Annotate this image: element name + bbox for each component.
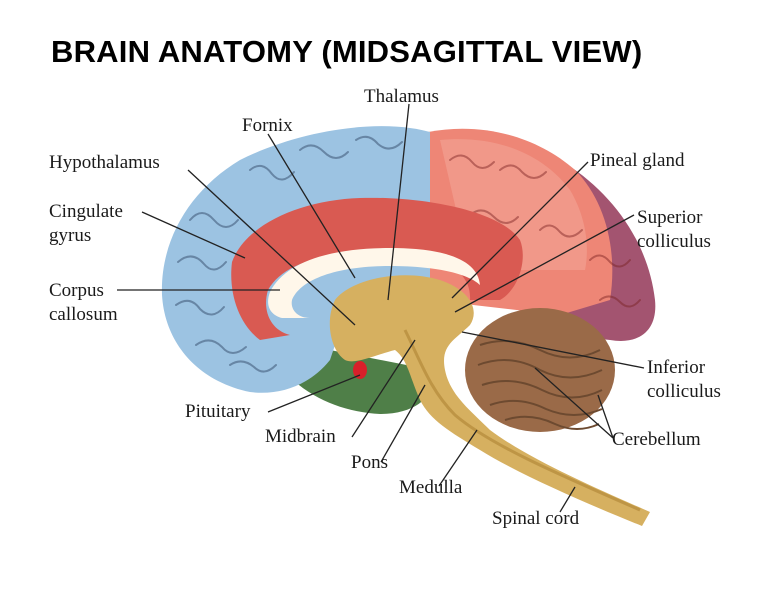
label-medulla: Medulla bbox=[399, 477, 463, 498]
cingulate-gyrus-region bbox=[231, 197, 523, 340]
label-fornix: Fornix bbox=[242, 115, 293, 136]
label-thalamus: Thalamus bbox=[364, 86, 439, 107]
leader-lines bbox=[117, 103, 645, 513]
label-superior-colliculus: colliculus bbox=[637, 231, 711, 252]
label-inferior: Inferior bbox=[647, 357, 706, 378]
label-hypothalamus: Hypothalamus bbox=[49, 152, 160, 173]
page-title: BRAIN ANATOMY (MIDSAGITTAL VIEW) bbox=[51, 34, 643, 69]
cerebellum-region bbox=[465, 308, 615, 432]
label-superior: Superior bbox=[637, 207, 703, 228]
label-pons: Pons bbox=[351, 452, 388, 473]
label-cerebellum: Cerebellum bbox=[612, 429, 701, 450]
label-callosum: callosum bbox=[49, 304, 118, 325]
pituitary-region bbox=[353, 361, 367, 379]
corpus-callosum-region bbox=[268, 248, 480, 318]
brainstem-shading bbox=[403, 329, 641, 512]
label-pituitary: Pituitary bbox=[185, 401, 251, 422]
label-gyrus: gyrus bbox=[49, 225, 91, 246]
label-cingulate: Cingulate bbox=[49, 201, 123, 222]
label-corpus: Corpus bbox=[49, 280, 104, 301]
label-midbrain: Midbrain bbox=[265, 426, 336, 447]
label-inferior-colliculus: colliculus bbox=[647, 381, 721, 402]
label-pineal-gland: Pineal gland bbox=[590, 150, 685, 171]
label-spinal-cord: Spinal cord bbox=[492, 508, 580, 529]
gyri-texture bbox=[175, 135, 641, 373]
